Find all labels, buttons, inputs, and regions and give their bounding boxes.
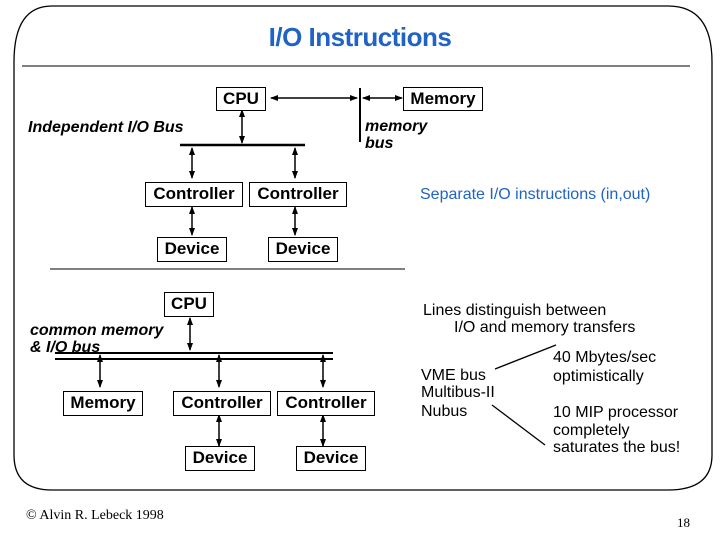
controller-box: Controller (249, 182, 347, 207)
bus-example: VME bus (421, 367, 486, 384)
controller-box: Controller (173, 391, 271, 416)
saturation-note-line3: saturates the bus! (553, 439, 681, 456)
memory-box: Memory (403, 87, 483, 111)
cpu-box: CPU (164, 292, 214, 317)
cpu-box: CPU (216, 87, 266, 111)
slide-border (13, 5, 713, 491)
pointer-to-saturation (491, 404, 546, 446)
slide-title: I/O Instructions (268, 22, 452, 52)
saturation-note-line2: completely (553, 422, 630, 439)
device-box: Device (185, 446, 255, 471)
controller-box: Controller (277, 391, 375, 416)
bus-example: Nubus (421, 403, 468, 420)
lines-note-line2: I/O and memory transfers (454, 319, 636, 336)
pointer-to-bandwidth (494, 344, 557, 370)
controller-box: Controller (145, 182, 243, 207)
memory-bus-label-line1: memory (365, 118, 428, 135)
independent-io-bus-label: Independent I/O Bus (28, 119, 184, 136)
bandwidth-note-line1: 40 Mbytes/sec (553, 349, 657, 366)
device-box: Device (296, 446, 366, 471)
bandwidth-note-line2: optimistically (553, 368, 644, 385)
separate-io-note: Separate I/O instructions (in,out) (420, 186, 651, 203)
common-bus-label-line2: & I/O bus (30, 339, 101, 356)
common-bus-label-line1: common memory (30, 322, 164, 339)
bus-example: Multibus-II (421, 384, 495, 401)
device-box: Device (268, 237, 338, 262)
page-number: 18 (677, 515, 690, 530)
saturation-note-line1: 10 MIP processor (553, 404, 679, 421)
memory-box: Memory (63, 391, 143, 416)
device-box: Device (157, 237, 227, 262)
memory-bus-label-line2: bus (365, 135, 394, 152)
copyright: © Alvin R. Lebeck 1998 (26, 508, 164, 523)
lines-note-line1: Lines distinguish between (423, 302, 607, 319)
